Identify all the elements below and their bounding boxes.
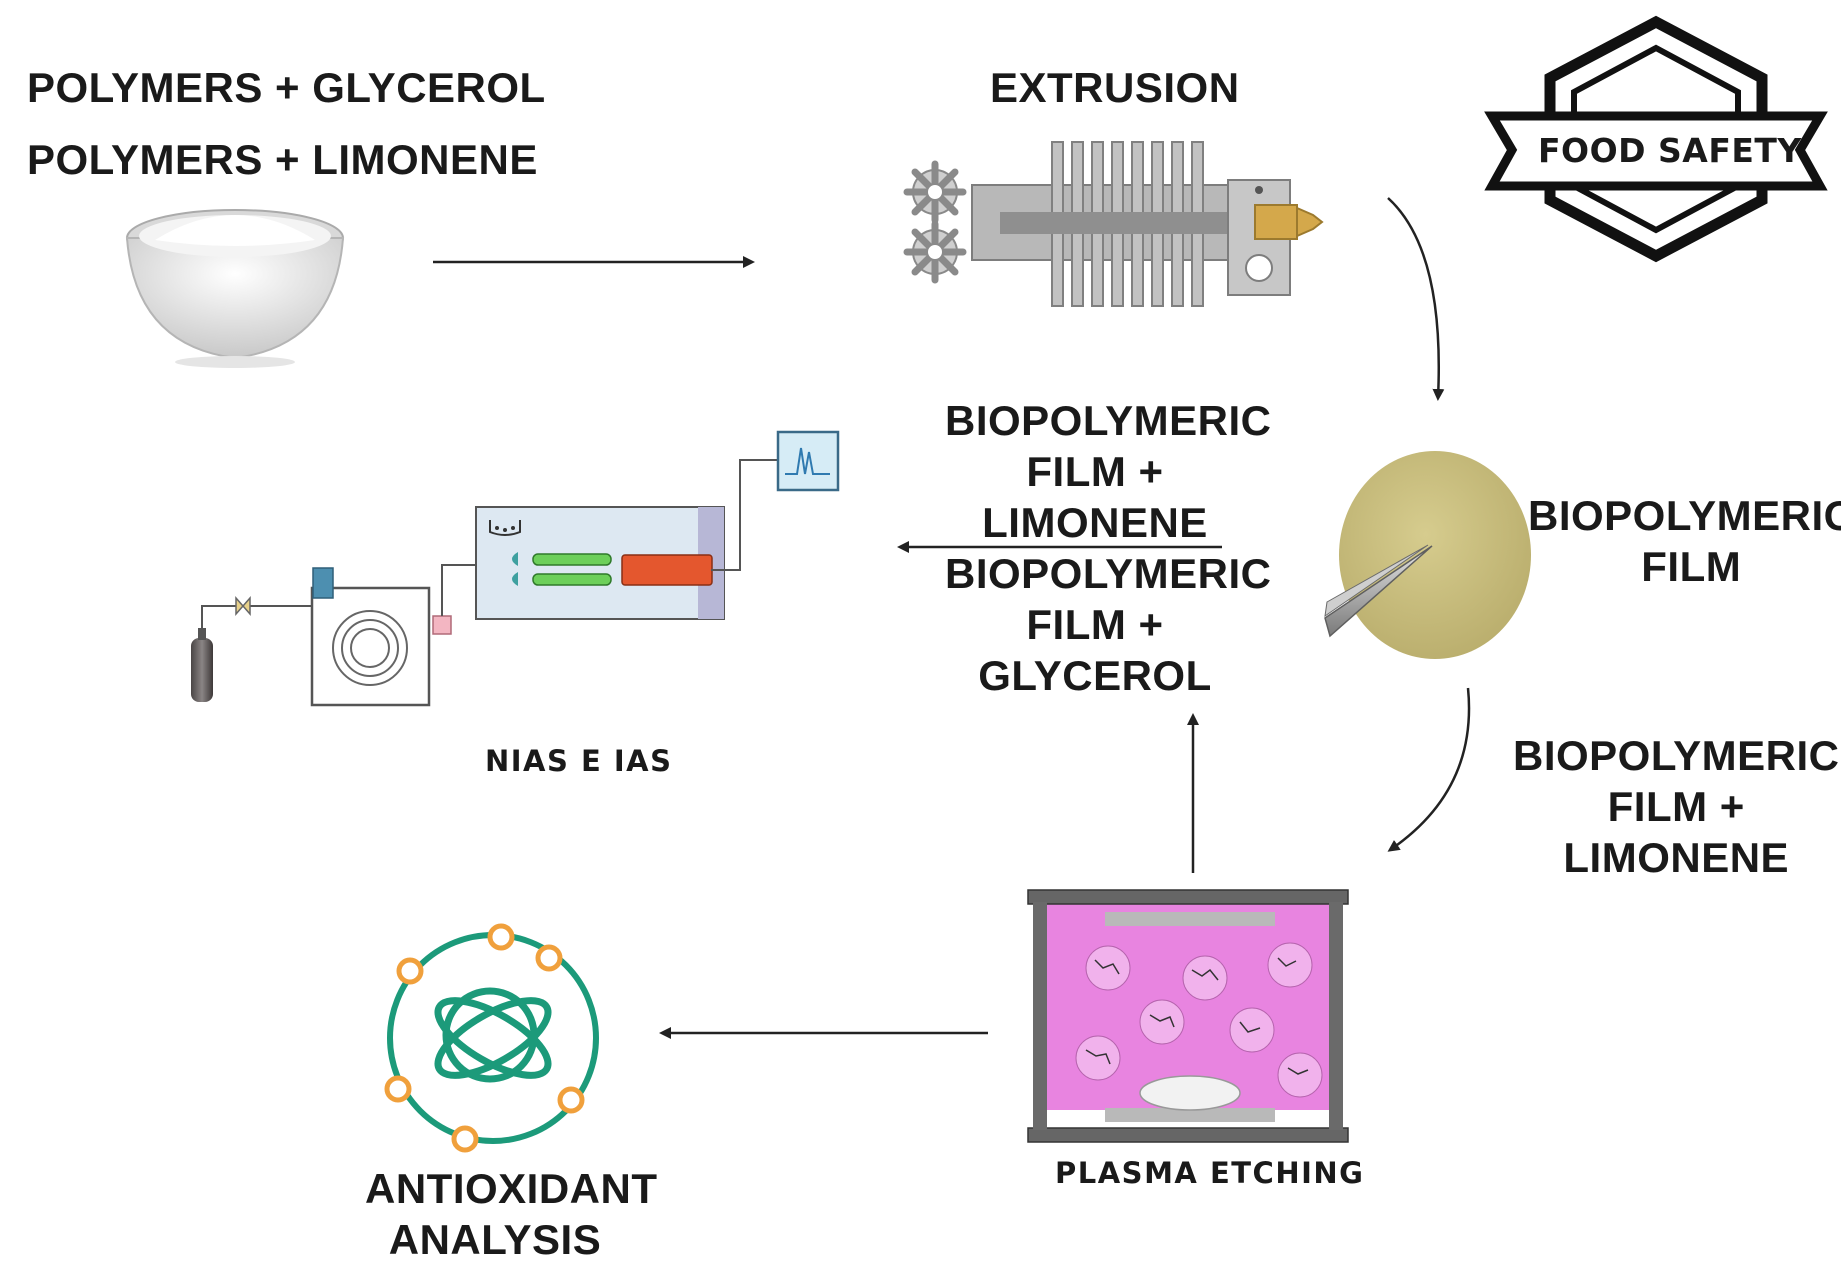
label-film-limonene-right-line2: FILM + xyxy=(1607,783,1745,831)
label-plasma-etching: PLASMA ETCHING xyxy=(1055,1156,1365,1190)
label-biopolymeric-film-line1: BIOPOLYMERIC xyxy=(1528,492,1841,539)
arrow-to-plasma xyxy=(1387,687,1471,852)
label-antioxidant-line1: ANTIOXIDANT xyxy=(365,1165,658,1212)
label-biopolymeric-film: BIOPOLYMERIC FILM xyxy=(1528,490,1841,592)
plasma-chamber-icon xyxy=(1027,889,1349,1143)
label-food-safety: FOOD SAFETY xyxy=(1538,131,1802,170)
label-biopolymeric-film-line2: FILM xyxy=(1641,543,1742,591)
label-polymers-glycerol: POLYMERS + GLYCEROL xyxy=(27,64,546,111)
label-film-limonene-right-line1: BIOPOLYMERIC xyxy=(1513,732,1840,779)
label-extrusion: EXTRUSION xyxy=(990,64,1240,111)
gas-chromatograph-icon xyxy=(191,430,840,707)
arrow-to-film xyxy=(1387,197,1445,401)
antioxidant-molecule-icon xyxy=(384,923,599,1153)
label-film-glycerol-center-line2: FILM + xyxy=(1026,601,1164,649)
food-safety-badge-icon xyxy=(1484,15,1828,263)
film-disc-icon xyxy=(1324,451,1531,659)
label-antioxidant-analysis: ANTIOXIDANT ANALYSIS xyxy=(365,1163,658,1265)
label-film-glycerol-center-line3: GLYCEROL xyxy=(978,652,1212,700)
label-antioxidant-line2: ANALYSIS xyxy=(388,1216,602,1264)
label-film-limonene-center: BIOPOLYMERIC FILM + LIMONENE xyxy=(945,395,1272,549)
label-film-glycerol-center: BIOPOLYMERIC FILM + GLYCEROL xyxy=(945,548,1272,702)
label-film-glycerol-center-line1: BIOPOLYMERIC xyxy=(945,550,1272,597)
powder-bowl-icon xyxy=(125,209,345,368)
label-film-limonene-center-line2: FILM + xyxy=(1026,448,1164,496)
label-film-limonene-right-line3: LIMONENE xyxy=(1563,834,1790,882)
label-film-limonene-center-line1: BIOPOLYMERIC xyxy=(945,397,1272,444)
label-nias-ias: NIAS E IAS xyxy=(485,744,673,778)
label-film-limonene-center-line3: LIMONENE xyxy=(982,499,1208,547)
label-film-limonene-right: BIOPOLYMERIC FILM + LIMONENE xyxy=(1513,730,1840,884)
extruder-icon xyxy=(903,141,1324,307)
label-polymers-limonene: POLYMERS + LIMONENE xyxy=(27,136,538,183)
